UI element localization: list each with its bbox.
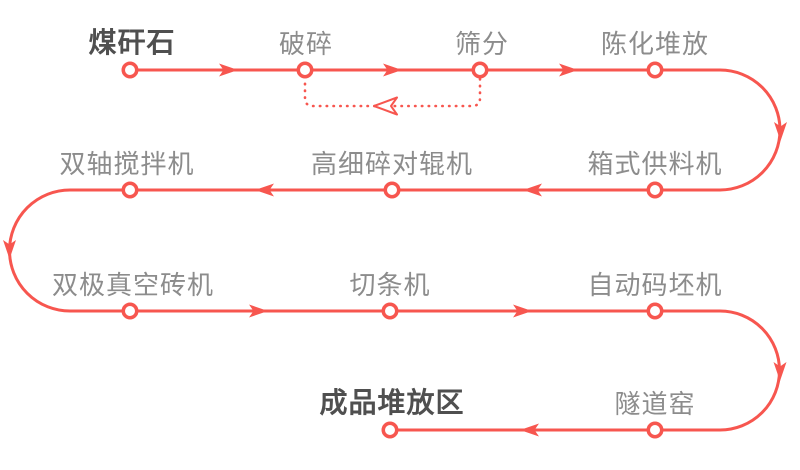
arrow-down-icon xyxy=(3,240,16,259)
node-dot-aging-stockpile xyxy=(646,61,664,79)
feedback-arrow-left-icon xyxy=(373,96,398,116)
arrow-down-icon xyxy=(773,362,787,381)
feedback-dotted-path xyxy=(303,77,482,108)
arrow-left-icon xyxy=(255,183,274,197)
node-label-finished-stockyard: 成品堆放区 xyxy=(319,387,465,418)
arrow-right-icon xyxy=(249,304,268,318)
node-dot-tunnel-kiln xyxy=(646,421,664,439)
node-label-fine-roller-crusher: 高细碎对辊机 xyxy=(310,149,474,179)
arrow-left-icon xyxy=(523,183,542,197)
main-flow-path xyxy=(7,68,782,432)
node-label-crushing: 破碎 xyxy=(278,29,334,59)
node-label-coal-gangue: 煤矸石 xyxy=(88,27,176,58)
arrow-left-icon xyxy=(520,423,539,437)
node-dot-screening xyxy=(471,61,489,79)
node-dot-box-feeder xyxy=(646,181,664,199)
node-label-box-feeder: 箱式供料机 xyxy=(587,149,723,179)
arrow-right-icon xyxy=(219,63,238,77)
node-dot-finished-stockyard xyxy=(381,421,399,439)
node-dot-vacuum-brick-machine xyxy=(121,302,139,320)
node-dot-twin-shaft-mixer xyxy=(121,181,139,199)
arrow-right-icon xyxy=(513,304,532,318)
node-label-aging-stockpile: 陈化堆放 xyxy=(600,29,710,59)
node-label-twin-shaft-mixer: 双轴搅拌机 xyxy=(59,149,195,179)
arrow-right-icon xyxy=(559,63,578,77)
node-label-tunnel-kiln: 隧道窑 xyxy=(614,389,696,419)
node-dot-coal-gangue xyxy=(121,61,139,79)
node-label-screening: 筛分 xyxy=(454,29,510,59)
arrow-down-icon xyxy=(774,122,787,141)
node-label-strip-cutter: 切条机 xyxy=(349,270,431,300)
node-dot-crushing xyxy=(296,61,314,79)
arrow-right-icon xyxy=(383,63,402,77)
node-dot-strip-cutter xyxy=(381,302,399,320)
node-dot-auto-stacker xyxy=(646,302,664,320)
node-label-auto-stacker: 自动码坯机 xyxy=(587,270,723,300)
node-dot-fine-roller-crusher xyxy=(383,181,401,199)
node-label-vacuum-brick-machine: 双极真空砖机 xyxy=(51,270,215,300)
